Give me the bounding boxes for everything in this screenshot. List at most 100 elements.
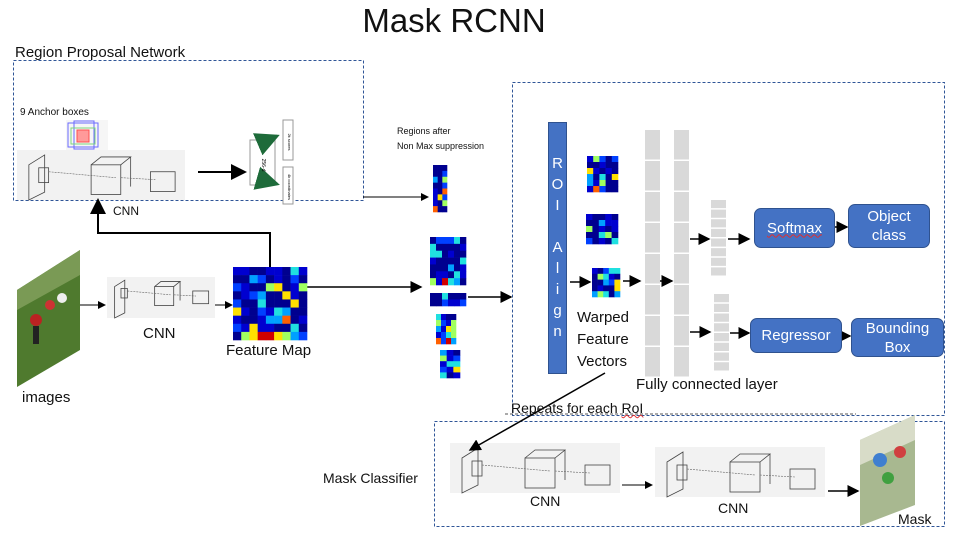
mask-label: Mask [898,511,932,527]
region-feature [430,293,467,307]
fc-unit [674,130,689,160]
anchor-boxes-label: 9 Anchor boxes [20,107,89,118]
rpn-reg-text: 4k coordinates [287,174,292,200]
mask-dashed-box [434,421,945,527]
fc-unit [645,285,660,315]
rpn-cls-box [282,119,294,161]
fc-unit [674,316,689,346]
roi-letter: R [552,155,563,172]
fc-unit [711,209,726,218]
fc-unit [674,192,689,222]
roi-letter: A [552,239,563,256]
object-class-box: Object class [848,204,930,248]
roi-letter: i [555,281,560,298]
fc-unit [645,130,660,160]
fc-unit [714,362,729,371]
softmax-box: Softmax [754,208,835,248]
feature-map-label: Feature Map [226,342,312,359]
rpn-dashed-box [13,60,364,201]
repeats-label: Repeats for each RoI [511,400,643,416]
fc-unit [714,294,729,303]
rpn-cls-text: 2k scores [287,133,292,150]
roi-align-bar: R O I A l i g n [548,122,567,374]
rpn-cnn-label: CNN [113,204,139,218]
anchor-boxes-image [66,120,108,151]
cnn-label: CNN [143,325,176,342]
region-feature [433,165,448,213]
roi-letter: n [553,323,562,340]
mask-cnn1-label: CNN [530,493,561,509]
fc-unit [674,223,689,253]
warped-feature [587,156,619,193]
roi-letter: I [555,197,560,214]
fc-unit [645,192,660,222]
input-image [17,250,80,387]
softmax-text: Softmax [766,219,823,237]
region-feature [440,350,461,379]
images-label: images [22,389,71,406]
regions-label-2: Non Max suppression [397,141,485,151]
rpn-label: Region Proposal Network [15,44,186,61]
mask-output-image [860,415,915,526]
regions-label-1: Regions after [397,126,451,136]
roi-letter: O [551,176,564,193]
fc-unit [711,257,726,266]
mask-cnn2-label: CNN [718,500,749,516]
green-arrow [252,133,280,156]
fc-unit [714,342,729,351]
page-title: Mask RCNN [362,2,546,39]
fc-layer-1 [645,130,660,377]
warped-feature [586,214,619,245]
fc-unit [711,228,726,237]
repeat-arrow [468,372,606,451]
repeats-text: Repeats for each [511,400,622,416]
warped-feature [592,268,621,298]
fc-unit [714,333,729,342]
fc-unit [674,254,689,284]
fc-unit [714,352,729,361]
fc-unit [674,161,689,191]
fc-unit [714,303,729,312]
region-feature [430,237,467,286]
feature-map [233,267,308,341]
cnn-architecture-image [655,447,825,498]
roi-head-dashed-box [512,82,945,416]
mask-classifier-label: Mask Classifier [323,470,418,486]
warped-line: Vectors [577,353,628,370]
fc-unit [711,267,726,276]
repeats-roi-text: RoI [621,400,644,416]
roi-letter: l [555,260,560,277]
fc-unit [711,238,726,247]
reg-vector [714,294,729,371]
fc-unit [711,219,726,228]
fc-unit [645,347,660,377]
bounding-box-box: Bounding Box [851,318,944,357]
fc-unit [645,161,660,191]
rpn-256d-text: 256-d [260,159,266,172]
cnn-architecture-image [17,150,185,201]
regressor-box: Regressor [750,318,842,353]
fc-unit [674,347,689,377]
green-arrow [253,166,280,190]
fc-unit [714,313,729,322]
fc-layer-label: Fully connected layer [636,376,778,393]
warped-label: Warped Feature Vectors [577,307,629,373]
fc-unit [645,316,660,346]
fc-unit [714,323,729,332]
fc-unit [674,285,689,315]
cls-vector [711,200,726,276]
region-feature [436,314,457,345]
roi-letter: g [553,302,562,319]
fc-unit [711,248,726,257]
warped-line: Warped [577,309,629,326]
fc-layer-2 [674,130,689,377]
fc-unit [711,200,726,209]
warped-line: Feature [577,331,629,348]
cnn-architecture-image [450,443,620,494]
fc-unit [645,223,660,253]
rpn-reg-box [282,166,294,205]
cnn-architecture-image [107,277,215,319]
fc-unit [645,254,660,284]
feature-to-rpn-arrow [90,198,271,267]
